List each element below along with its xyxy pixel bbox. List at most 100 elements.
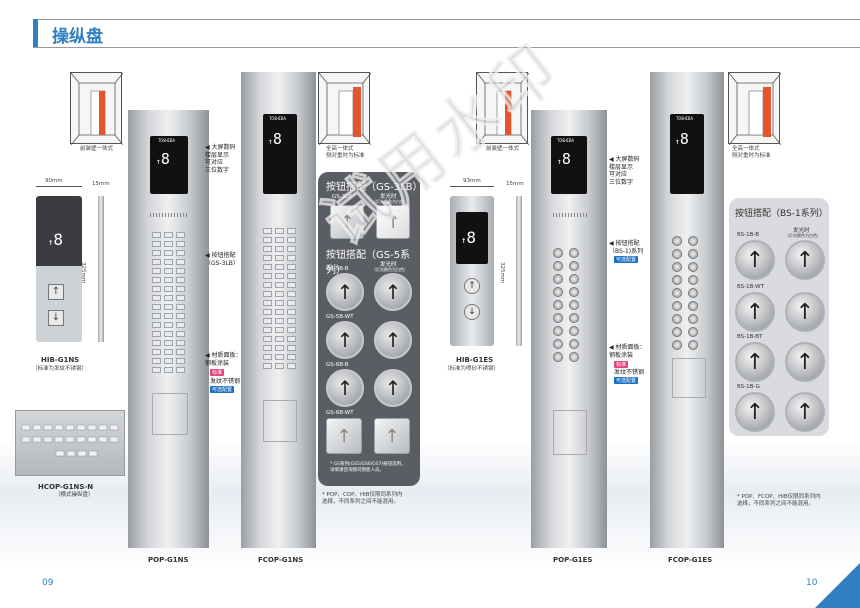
hall-down-button[interactable]: ↓ [464,304,480,320]
floor-button[interactable] [176,268,185,274]
hall-up-button[interactable]: ↑ [464,278,480,294]
floor-button[interactable] [176,331,185,337]
floor-button[interactable] [275,282,284,288]
floor-button[interactable] [164,241,173,247]
floor-button[interactable] [569,339,579,349]
floor-button[interactable] [152,367,161,373]
floor-button[interactable] [672,340,682,350]
floor-button[interactable] [176,304,185,310]
floor-button[interactable] [176,358,185,364]
floor-button[interactable] [263,327,272,333]
floor-button[interactable] [553,352,563,362]
floor-button[interactable] [176,250,185,256]
floor-button[interactable] [672,262,682,272]
floor-button[interactable] [176,349,185,355]
bs1b-b-button-lit[interactable]: ↑ [785,240,825,280]
floor-button[interactable] [275,300,284,306]
floor-button[interactable] [287,363,296,369]
floor-button[interactable] [176,277,185,283]
floor-button[interactable] [263,282,272,288]
gs6b-wt-button[interactable]: ↑ [326,418,362,454]
floor-button[interactable] [275,336,284,342]
floor-button[interactable] [672,236,682,246]
gs6b-b-button[interactable]: ↑ [326,369,364,407]
floor-button[interactable] [263,264,272,270]
floor-button[interactable] [688,249,698,259]
floor-button[interactable] [275,264,284,270]
floor-button[interactable] [263,354,272,360]
floor-button[interactable] [569,326,579,336]
floor-button[interactable] [275,309,284,315]
gs3lb-button-lit[interactable]: ↑ [376,205,410,239]
floor-button[interactable] [263,273,272,279]
floor-button[interactable] [164,277,173,283]
floor-button[interactable] [553,287,563,297]
floor-button[interactable] [553,313,563,323]
floor-button[interactable] [275,246,284,252]
floor-button[interactable] [275,228,284,234]
floor-button[interactable] [275,273,284,279]
floor-button-grid[interactable] [672,236,706,356]
floor-button[interactable] [263,255,272,261]
floor-button[interactable] [672,314,682,324]
floor-button[interactable] [152,313,161,319]
floor-button[interactable] [275,327,284,333]
floor-button[interactable] [152,286,161,292]
floor-button[interactable] [152,322,161,328]
hall-down-button[interactable]: ↓ [48,310,64,326]
floor-button[interactable] [553,300,563,310]
floor-button[interactable] [688,314,698,324]
floor-button[interactable] [553,326,563,336]
floor-button[interactable] [287,318,296,324]
bs1b-bt-button[interactable]: ↑ [735,342,775,382]
floor-button[interactable] [688,301,698,311]
floor-button[interactable] [176,232,185,238]
floor-button[interactable] [152,295,161,301]
floor-button[interactable] [176,259,185,265]
floor-button[interactable] [164,304,173,310]
floor-button[interactable] [287,291,296,297]
floor-button[interactable] [176,295,185,301]
floor-button[interactable] [672,275,682,285]
floor-button[interactable] [164,331,173,337]
floor-button[interactable] [672,301,682,311]
floor-button[interactable] [287,336,296,342]
floor-button[interactable] [263,345,272,351]
floor-button[interactable] [275,291,284,297]
floor-button[interactable] [164,250,173,256]
floor-button[interactable] [569,300,579,310]
floor-button[interactable] [164,295,173,301]
floor-button[interactable] [569,352,579,362]
bs1b-b-button[interactable]: ↑ [735,240,775,280]
floor-button[interactable] [275,345,284,351]
floor-button[interactable] [152,259,161,265]
floor-button[interactable] [553,261,563,271]
floor-button[interactable] [263,237,272,243]
floor-button[interactable] [263,318,272,324]
floor-button[interactable] [287,282,296,288]
floor-button[interactable] [553,274,563,284]
floor-button[interactable] [152,232,161,238]
floor-button[interactable] [263,291,272,297]
floor-button[interactable] [164,232,173,238]
floor-button[interactable] [688,340,698,350]
floor-button[interactable] [164,358,173,364]
bs1b-bt-button-lit[interactable]: ↑ [785,342,825,382]
gs5b-b-button[interactable]: ↑ [326,273,364,311]
floor-button[interactable] [569,274,579,284]
floor-button[interactable] [287,300,296,306]
floor-button[interactable] [688,262,698,272]
gs5b-wt-button[interactable]: ↑ [326,321,364,359]
gs6b-wt-button-lit[interactable]: ↑ [374,418,410,454]
floor-button[interactable] [263,363,272,369]
floor-button[interactable] [164,259,173,265]
bs1b-g-button-lit[interactable]: ↑ [785,392,825,432]
floor-button[interactable] [152,250,161,256]
floor-button[interactable] [275,354,284,360]
gs5b-b-button-lit[interactable]: ↑ [374,273,412,311]
floor-button[interactable] [164,322,173,328]
floor-button[interactable] [263,336,272,342]
floor-button[interactable] [176,340,185,346]
floor-button[interactable] [688,288,698,298]
floor-button[interactable] [176,313,185,319]
